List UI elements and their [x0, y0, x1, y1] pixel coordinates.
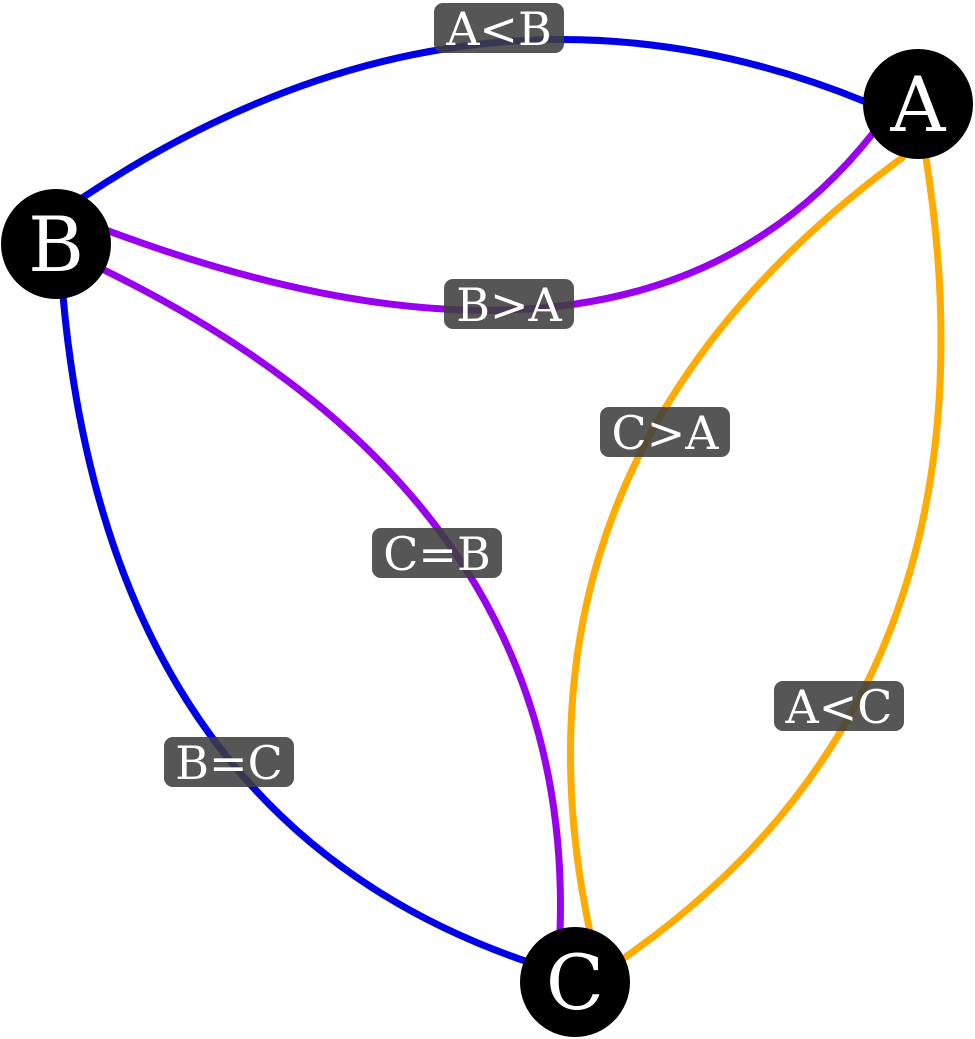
- edge-label-a-lt-b: A<B: [434, 2, 564, 56]
- edge-label-box: [164, 737, 294, 787]
- edge-label-text: B>A: [456, 278, 562, 332]
- edge-b-c-inner: [100, 266, 564, 936]
- edge-label-box: [444, 279, 574, 329]
- node-c: C: [520, 927, 630, 1037]
- edge-label-b-gt-a: B>A: [444, 278, 574, 332]
- edge-b-c-outer: [59, 292, 532, 966]
- edge-b-a-top: [78, 36, 870, 202]
- edge-label-text: C>A: [612, 406, 720, 460]
- node-c-circle: [520, 927, 630, 1037]
- edge-label-a-lt-c: A<C: [774, 680, 904, 734]
- edges: [59, 36, 945, 966]
- node-b-label: B: [28, 200, 84, 289]
- node-a-circle: [863, 49, 973, 159]
- edge-label-text: A<B: [445, 2, 552, 56]
- node-b: B: [1, 189, 111, 299]
- edge-label-box: [434, 3, 564, 53]
- node-a: A: [863, 49, 973, 159]
- edge-label-b-eq-c: B=C: [164, 736, 294, 790]
- node-a-label: A: [890, 60, 947, 149]
- edge-label-c-gt-a: C>A: [600, 406, 730, 460]
- node-c-label: C: [546, 938, 604, 1027]
- edge-label-text: A<C: [785, 680, 893, 734]
- edge-a-c-inner: [566, 154, 906, 936]
- edge-a-c-outer: [620, 154, 945, 962]
- edge-label-text: C=B: [383, 527, 491, 581]
- edge-label-box: [600, 407, 730, 457]
- edge-label-c-eq-b: C=B: [372, 527, 502, 581]
- node-b-circle: [1, 189, 111, 299]
- edge-label-box: [774, 681, 904, 731]
- edge-label-box: [372, 528, 502, 578]
- edge-label-text: B=C: [175, 736, 283, 790]
- edge-labels: A<B B>A C>A A<C C=B B=C: [164, 2, 904, 790]
- nodes: A B C: [1, 49, 973, 1037]
